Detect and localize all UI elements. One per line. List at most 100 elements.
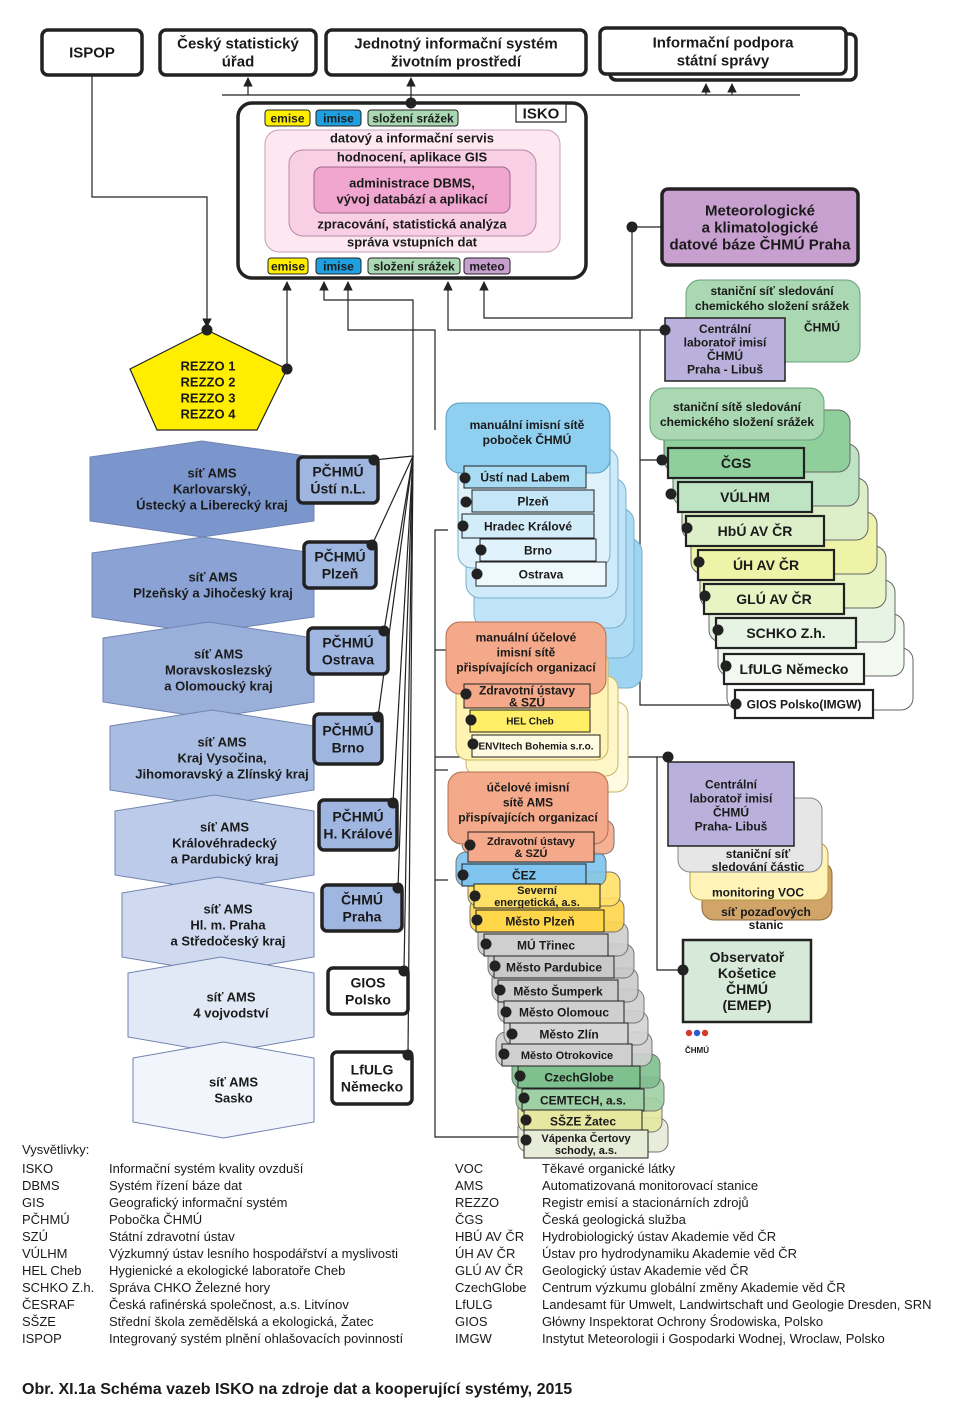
ams-network-label: Hl. m. Praha bbox=[190, 918, 266, 933]
manual-branch-item bbox=[461, 513, 595, 539]
ams-network-label: Kraj Vysočina, bbox=[177, 751, 266, 766]
precip-others-title: chemického složení srážek bbox=[660, 415, 814, 429]
connector-dot bbox=[506, 1028, 518, 1040]
ams-purpose-item-label: Město Plzeň bbox=[505, 914, 574, 928]
ams-network-label: Karlovarský, bbox=[173, 482, 251, 497]
isko-bottom-tag bbox=[463, 257, 511, 275]
ams-branch-box bbox=[320, 883, 404, 933]
precip-others-item-label: GLÚ AV ČR bbox=[736, 590, 811, 607]
connector-dot bbox=[464, 839, 476, 851]
isko-layer-label: administrace DBMS, bbox=[349, 176, 475, 191]
connector-dot bbox=[665, 488, 677, 500]
precip-others-item bbox=[666, 446, 806, 480]
ams-branch-label: PČHMÚ bbox=[312, 463, 363, 480]
manual-purpose-item-label: & SZÚ bbox=[509, 694, 545, 709]
ams-purpose-item-label: Město Šumperk bbox=[513, 983, 603, 998]
ams-network-label: Sasko bbox=[214, 1091, 252, 1106]
connector bbox=[319, 281, 414, 456]
connector-dot bbox=[500, 1006, 512, 1018]
precip-others-item-label: LfULG Německo bbox=[740, 661, 849, 677]
ams-purpose-item-label: ČEZ bbox=[512, 867, 536, 882]
isko-top-tag bbox=[315, 109, 362, 127]
ams-network-label: síť AMS bbox=[197, 735, 246, 750]
ams-branch-label: Německo bbox=[341, 1079, 403, 1095]
manual-purpose-title: manuální účelové bbox=[476, 630, 577, 644]
legend-abbr: HBÚ AV ČR bbox=[455, 1229, 525, 1244]
manual-branch-title: manuální imisní sítě bbox=[470, 418, 585, 432]
lab2-title: laboratoř imisí bbox=[690, 791, 773, 805]
precip-chmu-lab-label: laboratoř imisí bbox=[684, 336, 767, 350]
connector bbox=[343, 281, 436, 430]
connector-dot bbox=[460, 496, 472, 508]
meteo-db-label: Meteorologické bbox=[705, 202, 815, 219]
manual-purpose-item-label: Zdravotní ústavy bbox=[479, 683, 575, 697]
isko-top-tag-label: imise bbox=[323, 111, 354, 125]
legend-text: Ústav pro hydrodynamiku Akademie věd ČR bbox=[542, 1246, 798, 1261]
isko-bottom-tag-label: složení srážek bbox=[373, 259, 455, 273]
precip-others-title: staniční sítě sledování bbox=[673, 400, 802, 414]
ams-branch-box bbox=[306, 626, 390, 676]
ams-network-label: Plzeňský a Jihočeský kraj bbox=[133, 586, 293, 601]
manual-branch-title: poboček ČHMÚ bbox=[483, 432, 572, 447]
ams-purpose-item-label: Město Otrokovice bbox=[521, 1050, 613, 1062]
connector-dot bbox=[520, 1114, 532, 1126]
isko-title: ISKO bbox=[523, 105, 560, 122]
connector-dot bbox=[457, 869, 469, 881]
legend-abbr: ČGS bbox=[455, 1212, 484, 1227]
manual-branch-item bbox=[475, 561, 607, 587]
connector-dot bbox=[677, 964, 689, 976]
ams-network-hexagon bbox=[109, 709, 315, 807]
precip-others-item bbox=[722, 652, 866, 686]
precip-others-item bbox=[702, 582, 846, 616]
connector-dot bbox=[398, 965, 410, 977]
connector-dot bbox=[626, 221, 638, 233]
rezzo-label: REZZO 2 bbox=[181, 375, 236, 390]
ams-branch-label: Ústí n.L. bbox=[310, 480, 365, 497]
isko-bottom-tag-label: emise bbox=[271, 259, 305, 273]
ams-purpose-item-label: MÚ Třinec bbox=[517, 937, 575, 952]
ams-network-hexagon bbox=[91, 536, 315, 634]
ams-branch-label: PČHMÚ bbox=[314, 548, 365, 565]
connector-dot bbox=[387, 797, 399, 809]
connector-dot bbox=[471, 568, 483, 580]
legend-text: Těkavé organické látky bbox=[542, 1161, 675, 1176]
connector bbox=[403, 455, 414, 972]
connector-dot bbox=[281, 363, 293, 375]
connector-dot bbox=[480, 938, 492, 950]
precip-others-head bbox=[649, 387, 825, 441]
ams-network-label: Královéhradecký bbox=[172, 836, 278, 851]
meteo-db-box bbox=[660, 187, 860, 267]
ams-network-label: a Olomoucký kraj bbox=[164, 679, 272, 694]
legend-entry: VOC Těkavé organické látky bbox=[455, 1160, 931, 1177]
legend-text: Správa CHKO Železné hory bbox=[109, 1280, 271, 1295]
isko-title-box bbox=[515, 103, 567, 123]
legend-abbr: VÚLHM bbox=[22, 1246, 68, 1261]
ams-branch-label: Praha bbox=[343, 909, 382, 925]
ams-network-label: síť AMS bbox=[187, 466, 236, 481]
lab2-title: ČHMÚ bbox=[713, 804, 749, 819]
ams-branch-label: LfULG bbox=[351, 1062, 394, 1078]
precip-others-item bbox=[676, 480, 814, 514]
legend-text: Pobočka ČHMÚ bbox=[109, 1212, 203, 1227]
ams-network-label: síť AMS bbox=[206, 990, 255, 1005]
connector bbox=[479, 226, 662, 319]
precip-chmu-lab-label: ČHMÚ bbox=[707, 348, 743, 363]
legend-abbr: VOC bbox=[455, 1161, 484, 1176]
connector bbox=[373, 455, 414, 461]
legend-text: Centrum výzkumu globální změny Akademie … bbox=[542, 1280, 846, 1295]
isko-bottom-tag bbox=[267, 257, 309, 275]
ams-network-label: síť AMS bbox=[209, 1075, 258, 1090]
